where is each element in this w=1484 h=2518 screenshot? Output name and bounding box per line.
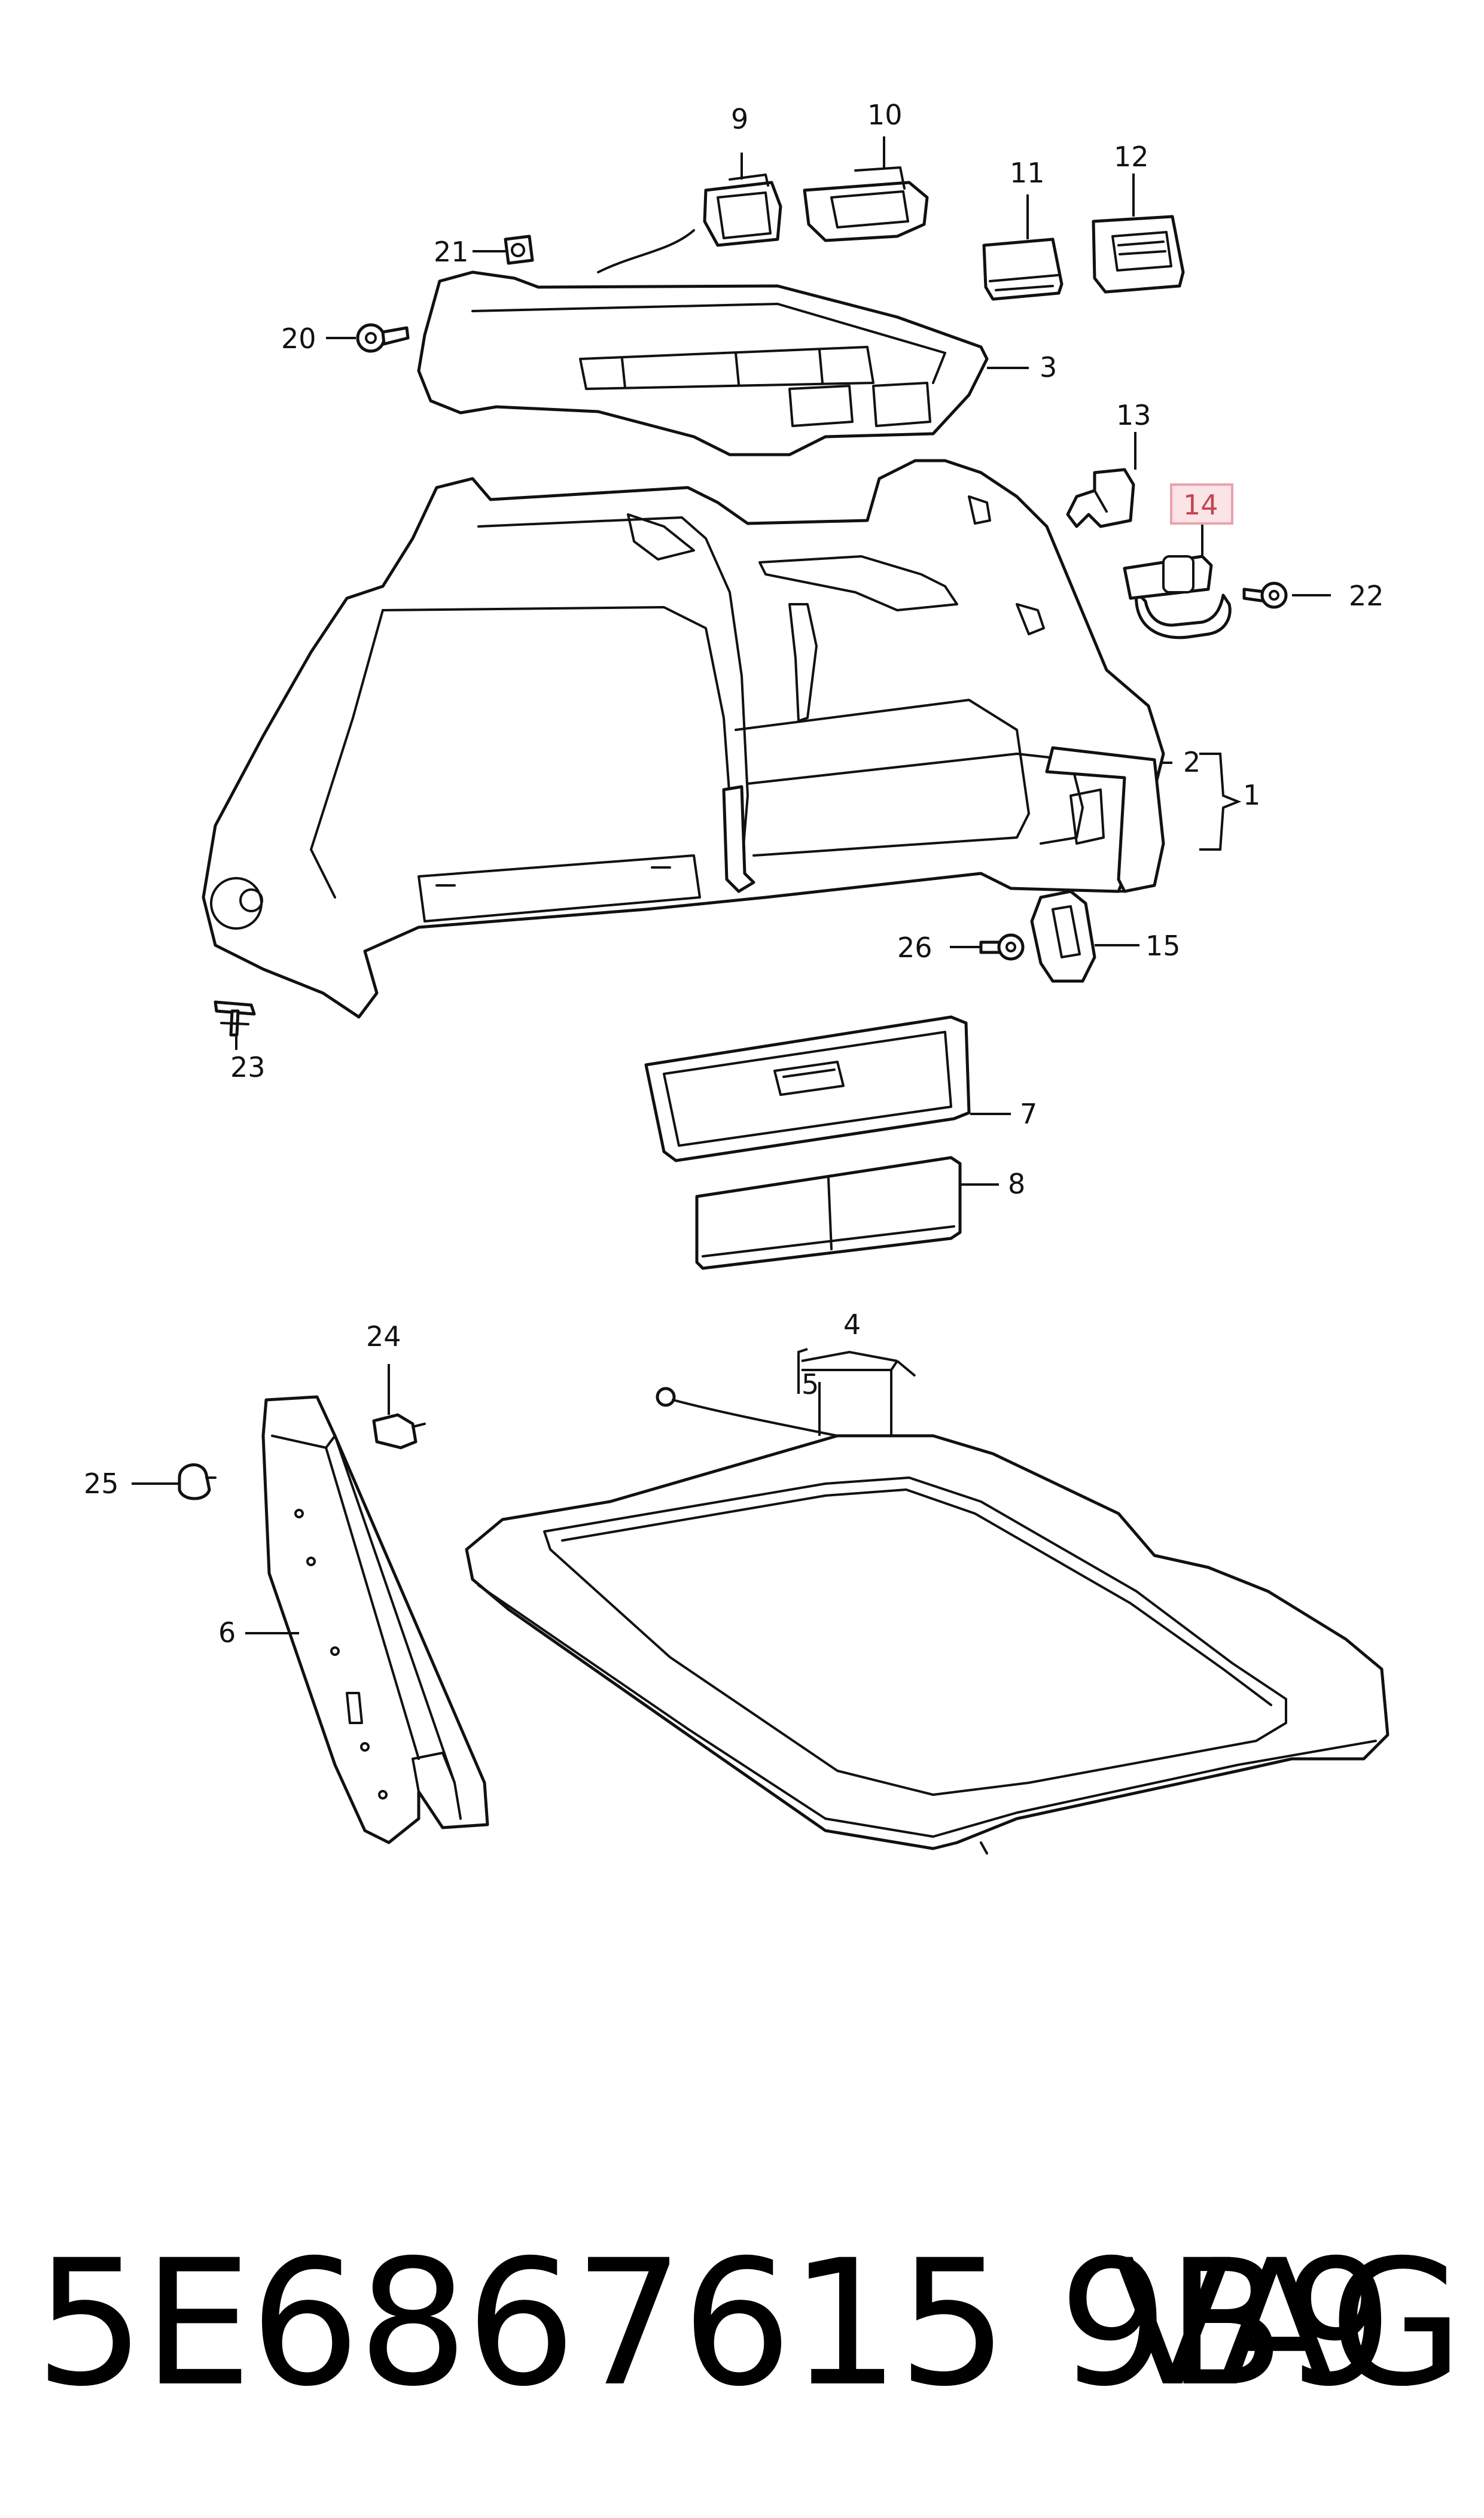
- callout-9: 9: [731, 103, 748, 135]
- callout-15: 15: [1145, 930, 1181, 962]
- callout-26: 26: [897, 931, 933, 964]
- part-14-bag-hook: [1123, 555, 1232, 640]
- part-26-screw: [979, 933, 1025, 961]
- callout-6: 6: [218, 1616, 236, 1649]
- callout-numbers: 1 2 3 4 5 6 7 8 9 10 11 12 13 14 15 20 2…: [84, 99, 1384, 1649]
- callout-13: 13: [1116, 399, 1151, 431]
- callout-21: 21: [434, 236, 469, 268]
- leader-lines: [132, 136, 1331, 1634]
- part-1-side-trim-panel: [202, 459, 1165, 1019]
- callout-3: 3: [1040, 351, 1057, 383]
- callout-4: 4: [843, 1308, 861, 1341]
- part-15-cover: [1030, 890, 1096, 983]
- part-24-clip: [372, 1413, 426, 1450]
- part-9-cable-connector: [597, 173, 782, 273]
- callout-11: 11: [1010, 157, 1045, 189]
- callout-14: 14: [1183, 489, 1218, 521]
- part-8-cover-panel: [695, 1156, 962, 1270]
- callout-25: 25: [84, 1467, 119, 1500]
- part-13-bracket: [1066, 468, 1135, 528]
- part-7-tray-with-handle: [644, 1015, 971, 1162]
- part-23-clip: [214, 1000, 256, 1037]
- part-21-nut: [504, 235, 534, 265]
- part-3-upper-trim: [417, 270, 989, 456]
- callout-12: 12: [1114, 141, 1149, 173]
- callout-7: 7: [1020, 1098, 1037, 1130]
- callout-5: 5: [802, 1368, 819, 1400]
- part-10-clip: [803, 166, 929, 242]
- callout-2: 2: [1183, 746, 1200, 778]
- callout-24: 24: [366, 1320, 401, 1353]
- callout-23: 23: [230, 1051, 266, 1083]
- callout-22: 22: [1349, 580, 1384, 612]
- part-6-rail: [261, 1395, 489, 1844]
- part-20-screw: [356, 323, 410, 353]
- callout-20: 20: [281, 322, 316, 355]
- callout-8: 8: [1008, 1168, 1025, 1200]
- parts-exploded-diagram: 1 2 3 4 5 6 7 8 9 10 11 12 13 14 15 20 2…: [84, 99, 1389, 1855]
- part-4-floor-panel: [465, 1434, 1389, 1855]
- callout-10: 10: [867, 99, 903, 131]
- part-12-grille-cover: [1092, 215, 1185, 294]
- part-5-cable: [656, 1387, 839, 1437]
- part-25-rivet: [178, 1463, 217, 1500]
- callout-14-highlight-box: [1170, 483, 1233, 525]
- part-number-label: 5E6867615 9B9: [35, 2223, 1393, 2425]
- part-22-screw: [1242, 581, 1288, 609]
- part-11-cover: [982, 238, 1064, 301]
- brand-label: VAG: [1113, 2223, 1464, 2425]
- callout-1: 1: [1243, 779, 1260, 811]
